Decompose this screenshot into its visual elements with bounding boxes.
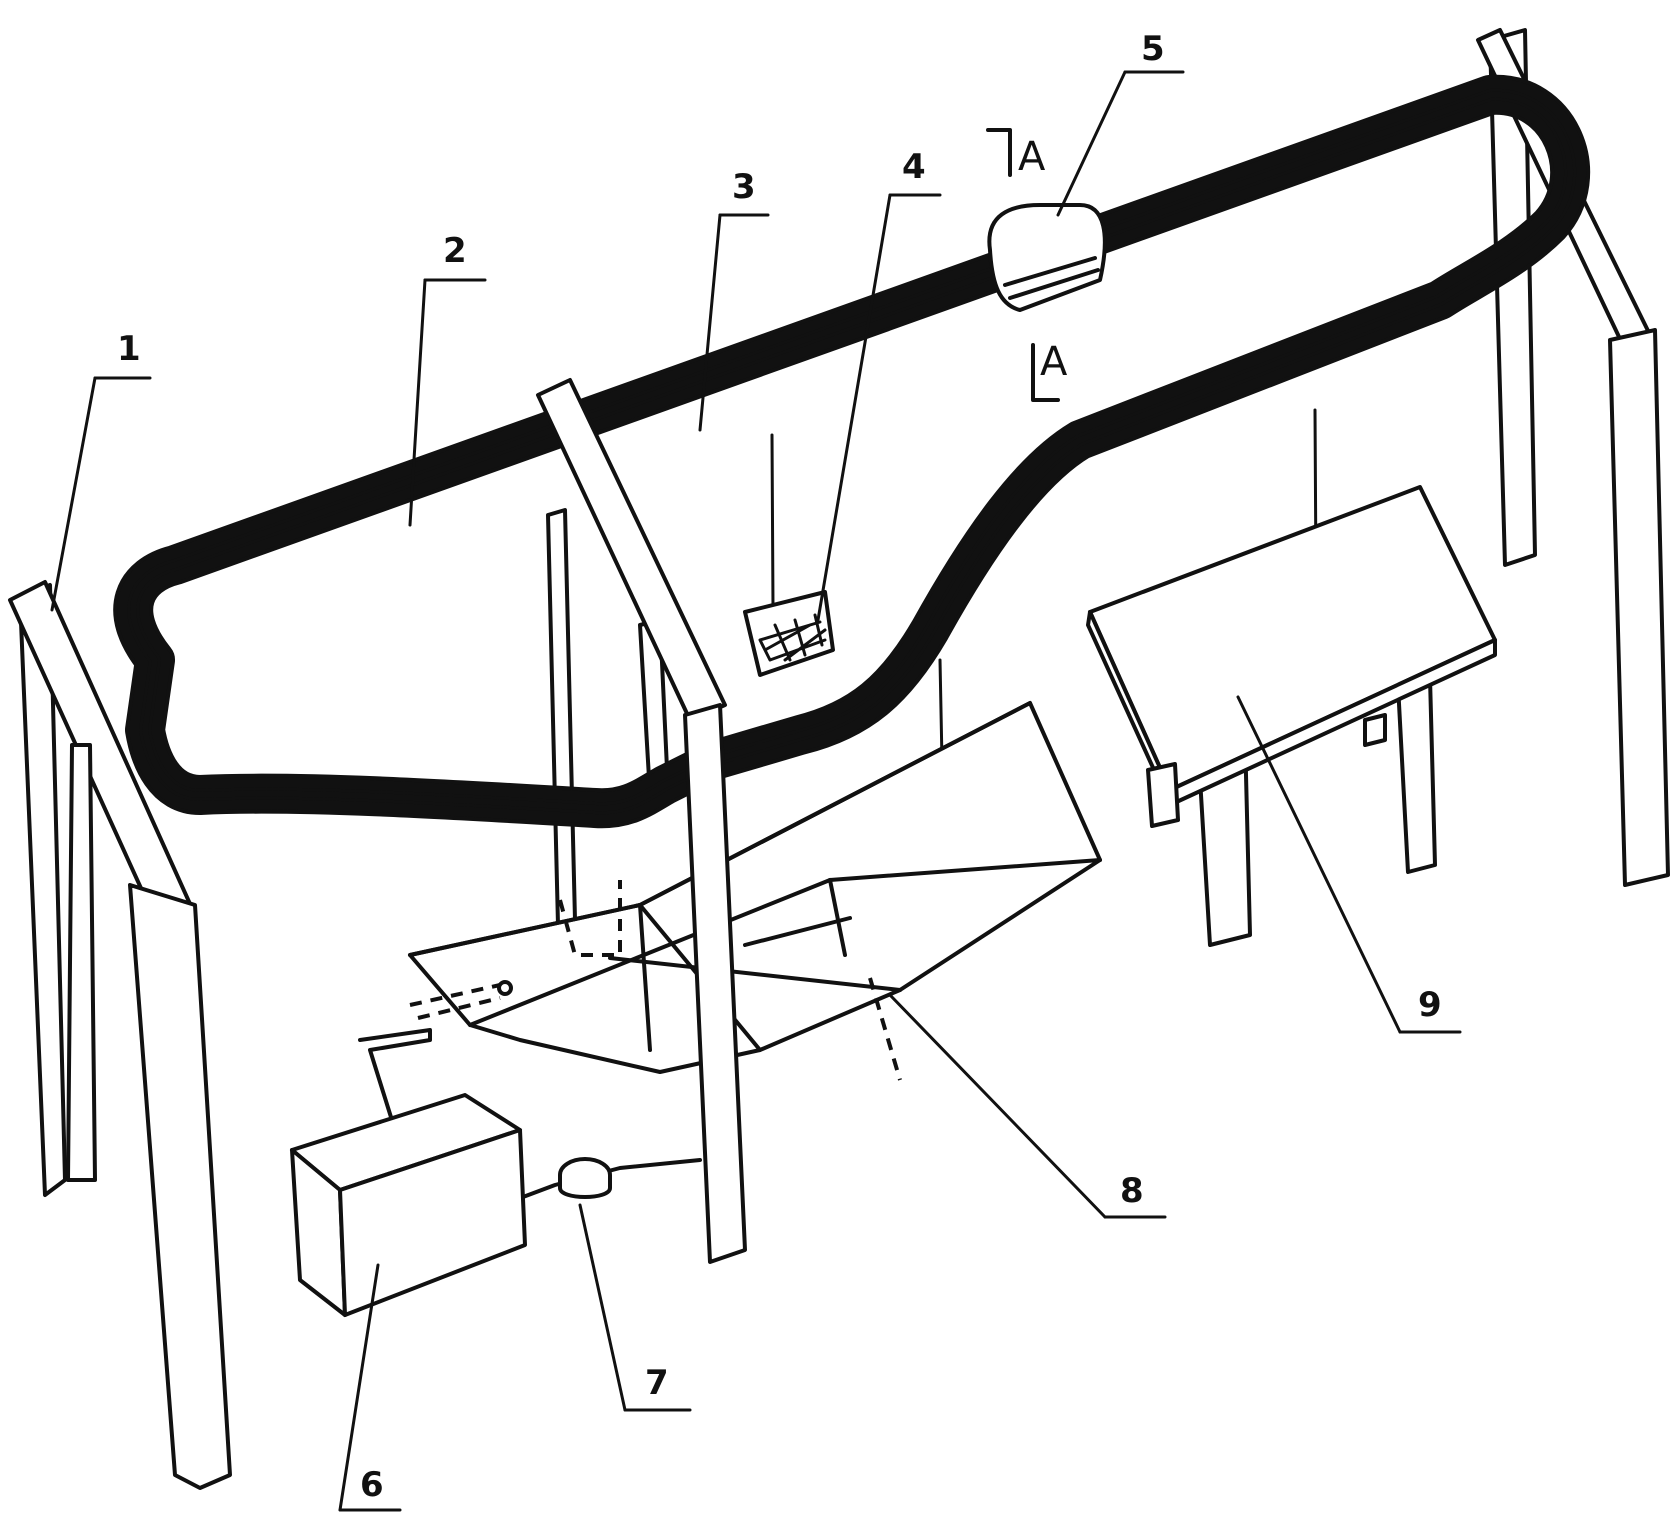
overhead-rail-track — [113, 74, 1591, 829]
label-1: 1 — [117, 329, 141, 369]
callout-7: 7 — [578, 1203, 692, 1412]
label-8: 8 — [1120, 1171, 1144, 1211]
label-9: 9 — [1418, 985, 1442, 1025]
section-mark-a-bottom: A — [1031, 339, 1068, 402]
section-label-bottom: A — [1040, 339, 1068, 385]
left-support-frame — [8, 580, 232, 1490]
work-table — [1086, 485, 1497, 947]
callout-1: 1 — [50, 329, 152, 612]
callout-5: 5 — [1056, 29, 1185, 217]
hanging-basket-left — [743, 433, 835, 677]
pump — [513, 1157, 702, 1202]
section-mark-a-top: A — [986, 128, 1046, 180]
label-6: 6 — [360, 1465, 384, 1505]
callout-6: 6 — [338, 1263, 402, 1512]
callout-8: 8 — [888, 993, 1167, 1219]
label-3: 3 — [732, 167, 756, 207]
label-7: 7 — [645, 1363, 669, 1403]
middle-support-frame — [536, 378, 747, 1264]
callout-9: 9 — [1236, 695, 1462, 1034]
label-4: 4 — [902, 147, 926, 187]
section-label-top: A — [1018, 134, 1046, 180]
label-5: 5 — [1141, 29, 1165, 69]
callout-3: 3 — [698, 167, 770, 432]
label-2: 2 — [443, 231, 467, 271]
callout-2: 2 — [408, 231, 487, 527]
reservoir-box — [290, 1028, 527, 1317]
callout-4: 4 — [816, 147, 942, 622]
rail-trolley — [987, 203, 1107, 312]
